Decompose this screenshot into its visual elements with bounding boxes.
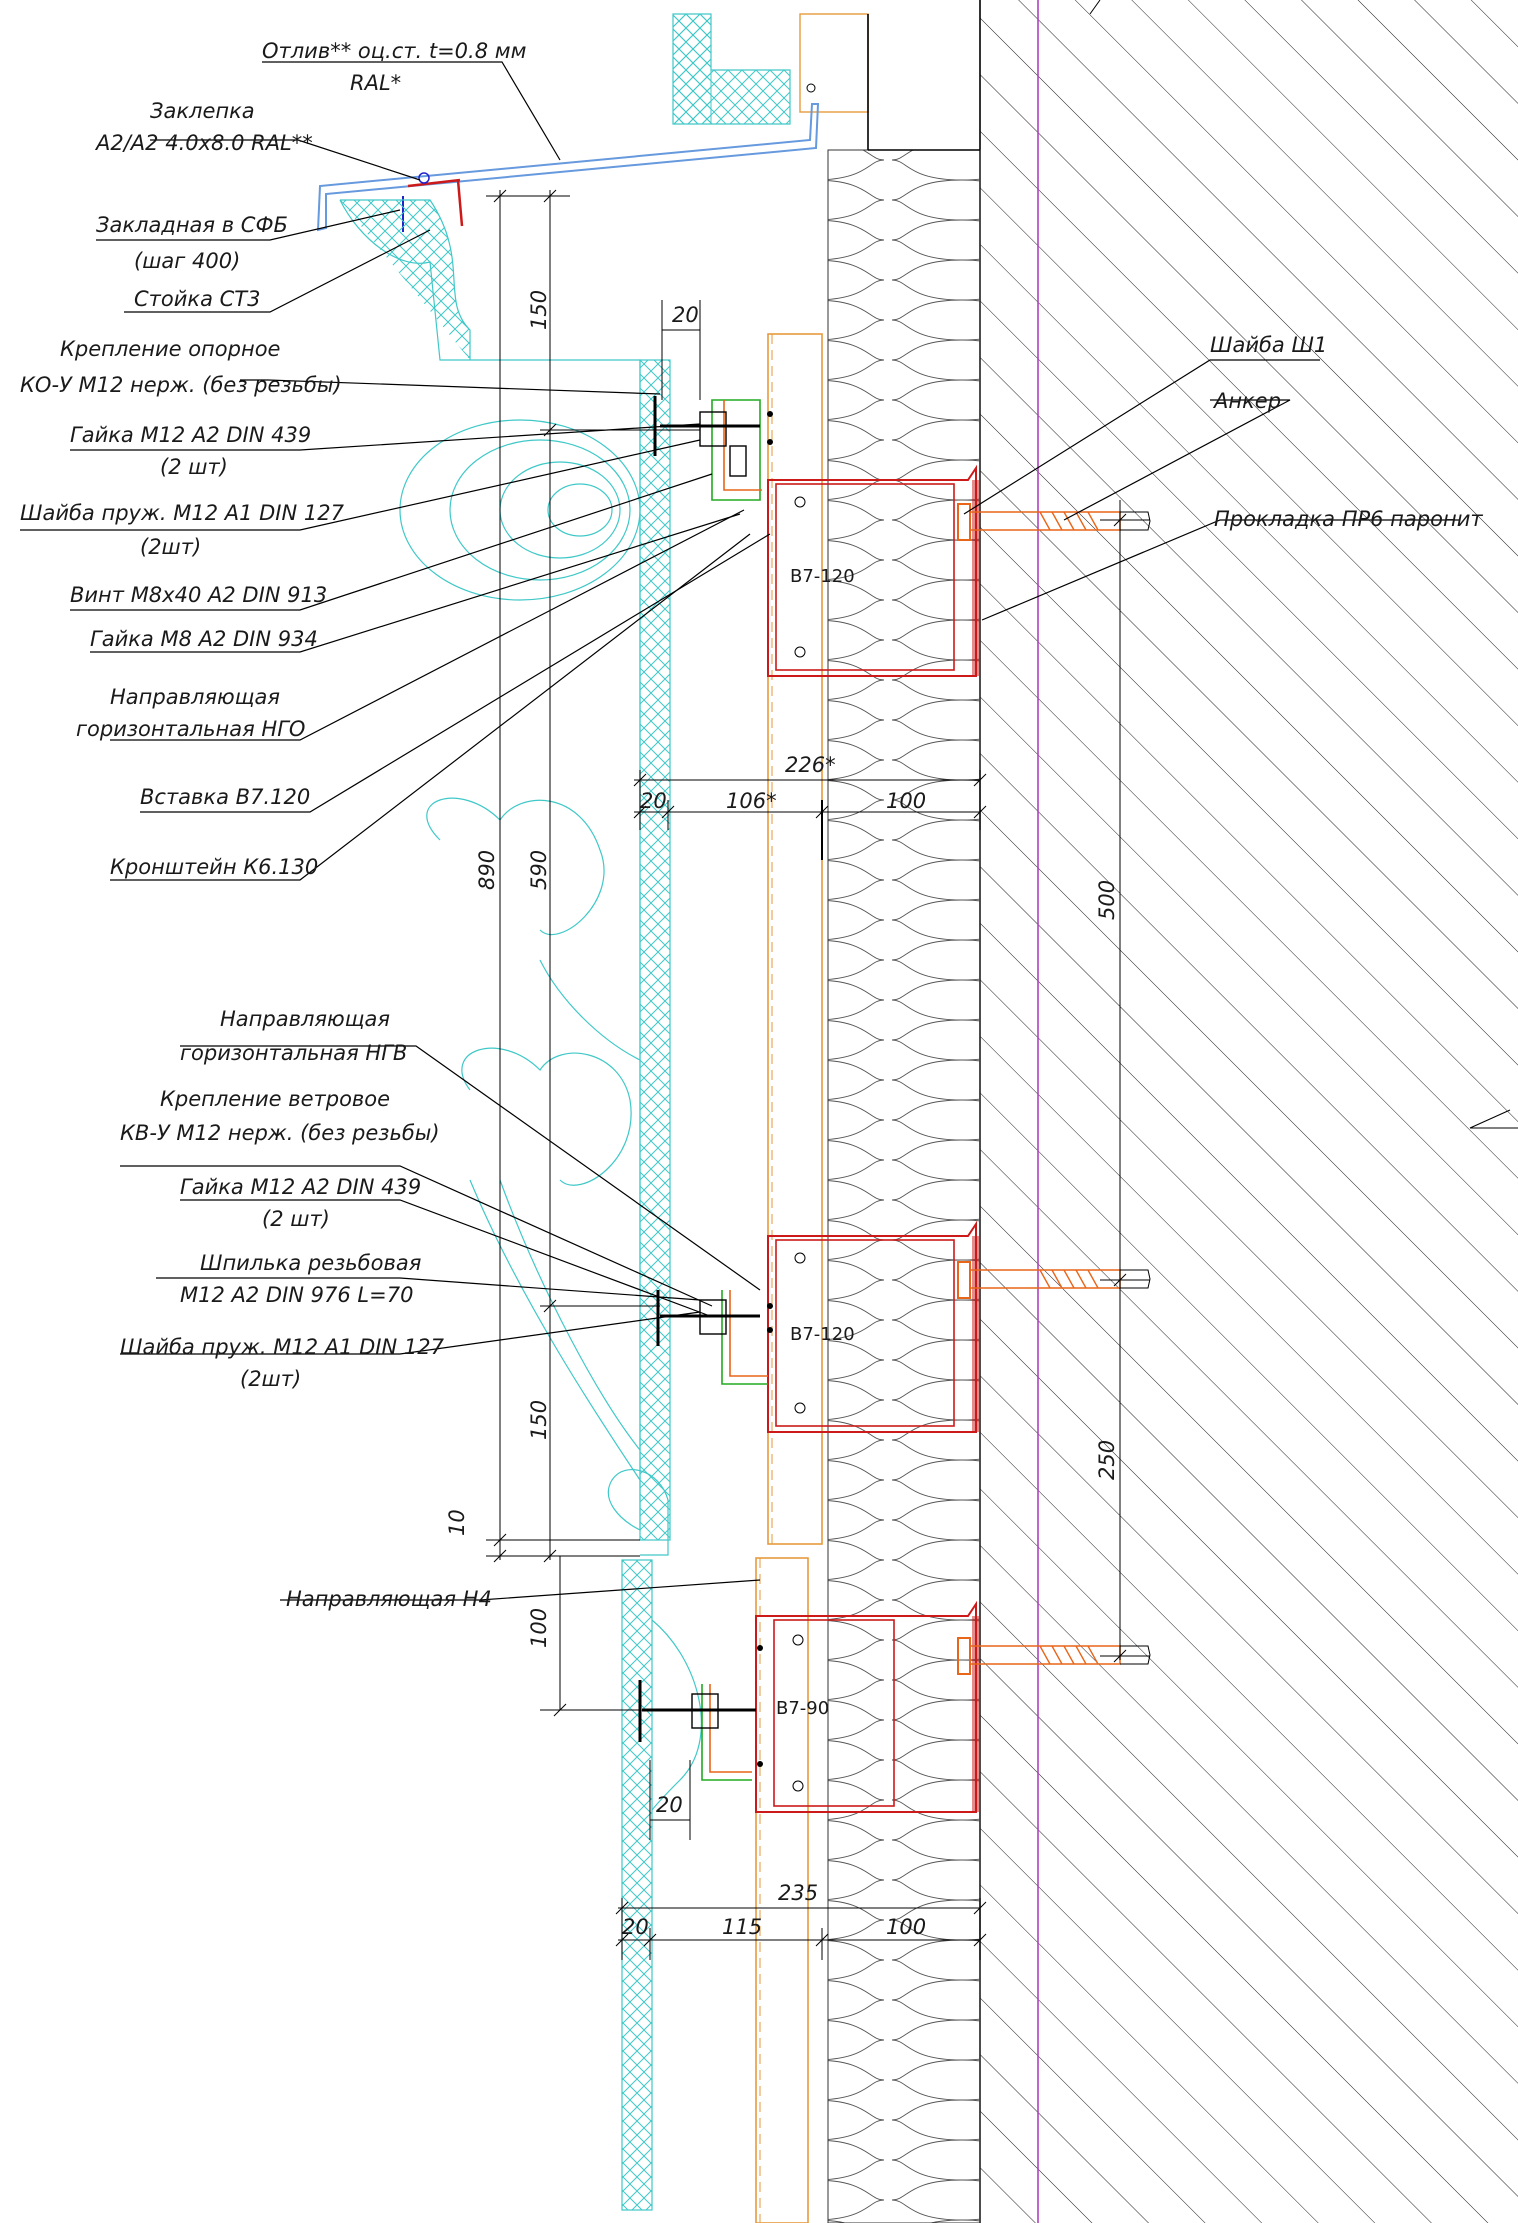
concrete-wall bbox=[979, 0, 1518, 2223]
label-zakladnaya-step: (шаг 400) bbox=[134, 249, 240, 273]
label-anker: Анкер bbox=[1212, 389, 1281, 413]
label-shayba-pruzh-bottom: Шайба пруж. М12 А1 DIN 127 bbox=[120, 1335, 445, 1359]
label-shayba-pruzh-top-qty: (2шт) bbox=[140, 535, 201, 559]
label-gayka-m12-top: Гайка М12 А2 DIN 439 bbox=[70, 423, 311, 447]
anchor-bottom bbox=[957, 1637, 1151, 1675]
callout-labels-right: Шайба Ш1 Анкер Прокладка ПР6 паронит bbox=[1210, 333, 1483, 531]
label-shayba-sh1: Шайба Ш1 bbox=[1210, 333, 1327, 357]
label-kreplenie-vetrovoe-spec: КВ-У М12 нерж. (без резьбы) bbox=[120, 1121, 440, 1145]
dim-106: 106* bbox=[726, 789, 777, 813]
dim-150-bottom: 150 bbox=[527, 1400, 551, 1440]
label-shpilka-spec: М12 А2 DIN 976 L=70 bbox=[180, 1283, 413, 1307]
dim-10: 10 bbox=[445, 1509, 469, 1536]
label-kreplenie-vetrovoe: Крепление ветровое bbox=[160, 1087, 390, 1111]
label-shpilka: Шпилька резьбовая bbox=[200, 1251, 421, 1275]
dim-235: 235 bbox=[778, 1881, 818, 1905]
label-zakladnaya: Закладная в СФБ bbox=[96, 213, 288, 237]
bracket-b7-90-bottom: В7-90 bbox=[638, 1600, 980, 1813]
label-prokladka: Прокладка ПР6 паронит bbox=[1214, 507, 1483, 531]
label-vstavka: Вставка В7.120 bbox=[140, 785, 310, 809]
label-napr-ngo-2: горизонтальная НГО bbox=[76, 717, 305, 741]
dim-250: 250 bbox=[1095, 1440, 1119, 1480]
label-gayka-m12-bottom-qty: (2 шт) bbox=[262, 1207, 330, 1231]
label-otliv: Отлив** оц.ст. t=0.8 мм bbox=[262, 39, 527, 63]
label-gayka-m12-top-qty: (2 шт) bbox=[160, 455, 228, 479]
label-kronshtein: Кронштейн К6.130 bbox=[110, 855, 318, 879]
dim-226: 226* bbox=[785, 753, 836, 777]
dim-20-bottom: 20 bbox=[656, 1793, 683, 1817]
label-napr-ngo: Направляющая bbox=[110, 685, 280, 709]
insulation-layer bbox=[827, 149, 981, 2223]
label-shayba-pruzh-bottom-qty: (2шт) bbox=[240, 1367, 301, 1391]
label-shayba-pruzh-top: Шайба пруж. М12 А1 DIN 127 bbox=[20, 501, 345, 525]
dimension-texts: 20 150 890 590 226* 20 106* 100 500 150 … bbox=[445, 290, 1119, 1939]
bracket-b7-120-top: В7-120 bbox=[653, 396, 980, 677]
label-otliv-ral: RAL* bbox=[350, 71, 401, 95]
dim-115: 115 bbox=[722, 1915, 762, 1939]
label-gayka-m8: Гайка М8 А2 DIN 934 bbox=[90, 627, 318, 651]
dim-500: 500 bbox=[1095, 880, 1119, 920]
label-zaklepka-spec: А2/А2 4.0x8.0 RAL** bbox=[94, 131, 313, 155]
label-gayka-m12-bottom: Гайка М12 А2 DIN 439 bbox=[180, 1175, 421, 1199]
label-kreplenie-opornoe-spec: КО-У М12 нерж. (без резьбы) bbox=[20, 373, 342, 397]
dim-100-mid: 100 bbox=[886, 789, 926, 813]
label-kreplenie-opornoe: Крепление опорное bbox=[60, 337, 280, 361]
label-vint-m8: Винт М8х40 А2 DIN 913 bbox=[70, 583, 327, 607]
label-napr-ngv-2: горизонтальная НГВ bbox=[180, 1041, 407, 1065]
dimension-lines bbox=[486, 189, 1150, 1960]
bracket-tag-top: В7-120 bbox=[790, 566, 855, 587]
dim-20-mid: 20 bbox=[640, 789, 667, 813]
label-zaklepka: Заклепка bbox=[150, 99, 255, 123]
vertical-guide-profiles bbox=[755, 333, 823, 2223]
dim-20-top: 20 bbox=[672, 303, 699, 327]
label-napr-ngv: Направляющая bbox=[220, 1007, 390, 1031]
dim-100-left: 100 bbox=[527, 1608, 551, 1648]
label-stoyka: Стойка СТ3 bbox=[134, 287, 260, 311]
dim-890: 890 bbox=[475, 850, 499, 890]
dim-100-low: 100 bbox=[886, 1915, 926, 1939]
bracket-tag-bottom: В7-90 bbox=[776, 1698, 829, 1719]
leader-lines bbox=[20, 61, 1460, 1601]
upper-cornice-block bbox=[672, 13, 980, 151]
dim-590: 590 bbox=[527, 850, 551, 890]
bracket-tag-middle: В7-120 bbox=[790, 1324, 855, 1345]
dim-150-top: 150 bbox=[527, 290, 551, 330]
callout-labels-left: Отлив** оц.ст. t=0.8 мм RAL* Заклепка А2… bbox=[20, 39, 527, 1611]
dim-20-low: 20 bbox=[622, 1915, 649, 1939]
label-napr-n4: Направляющая Н4 bbox=[286, 1587, 492, 1611]
